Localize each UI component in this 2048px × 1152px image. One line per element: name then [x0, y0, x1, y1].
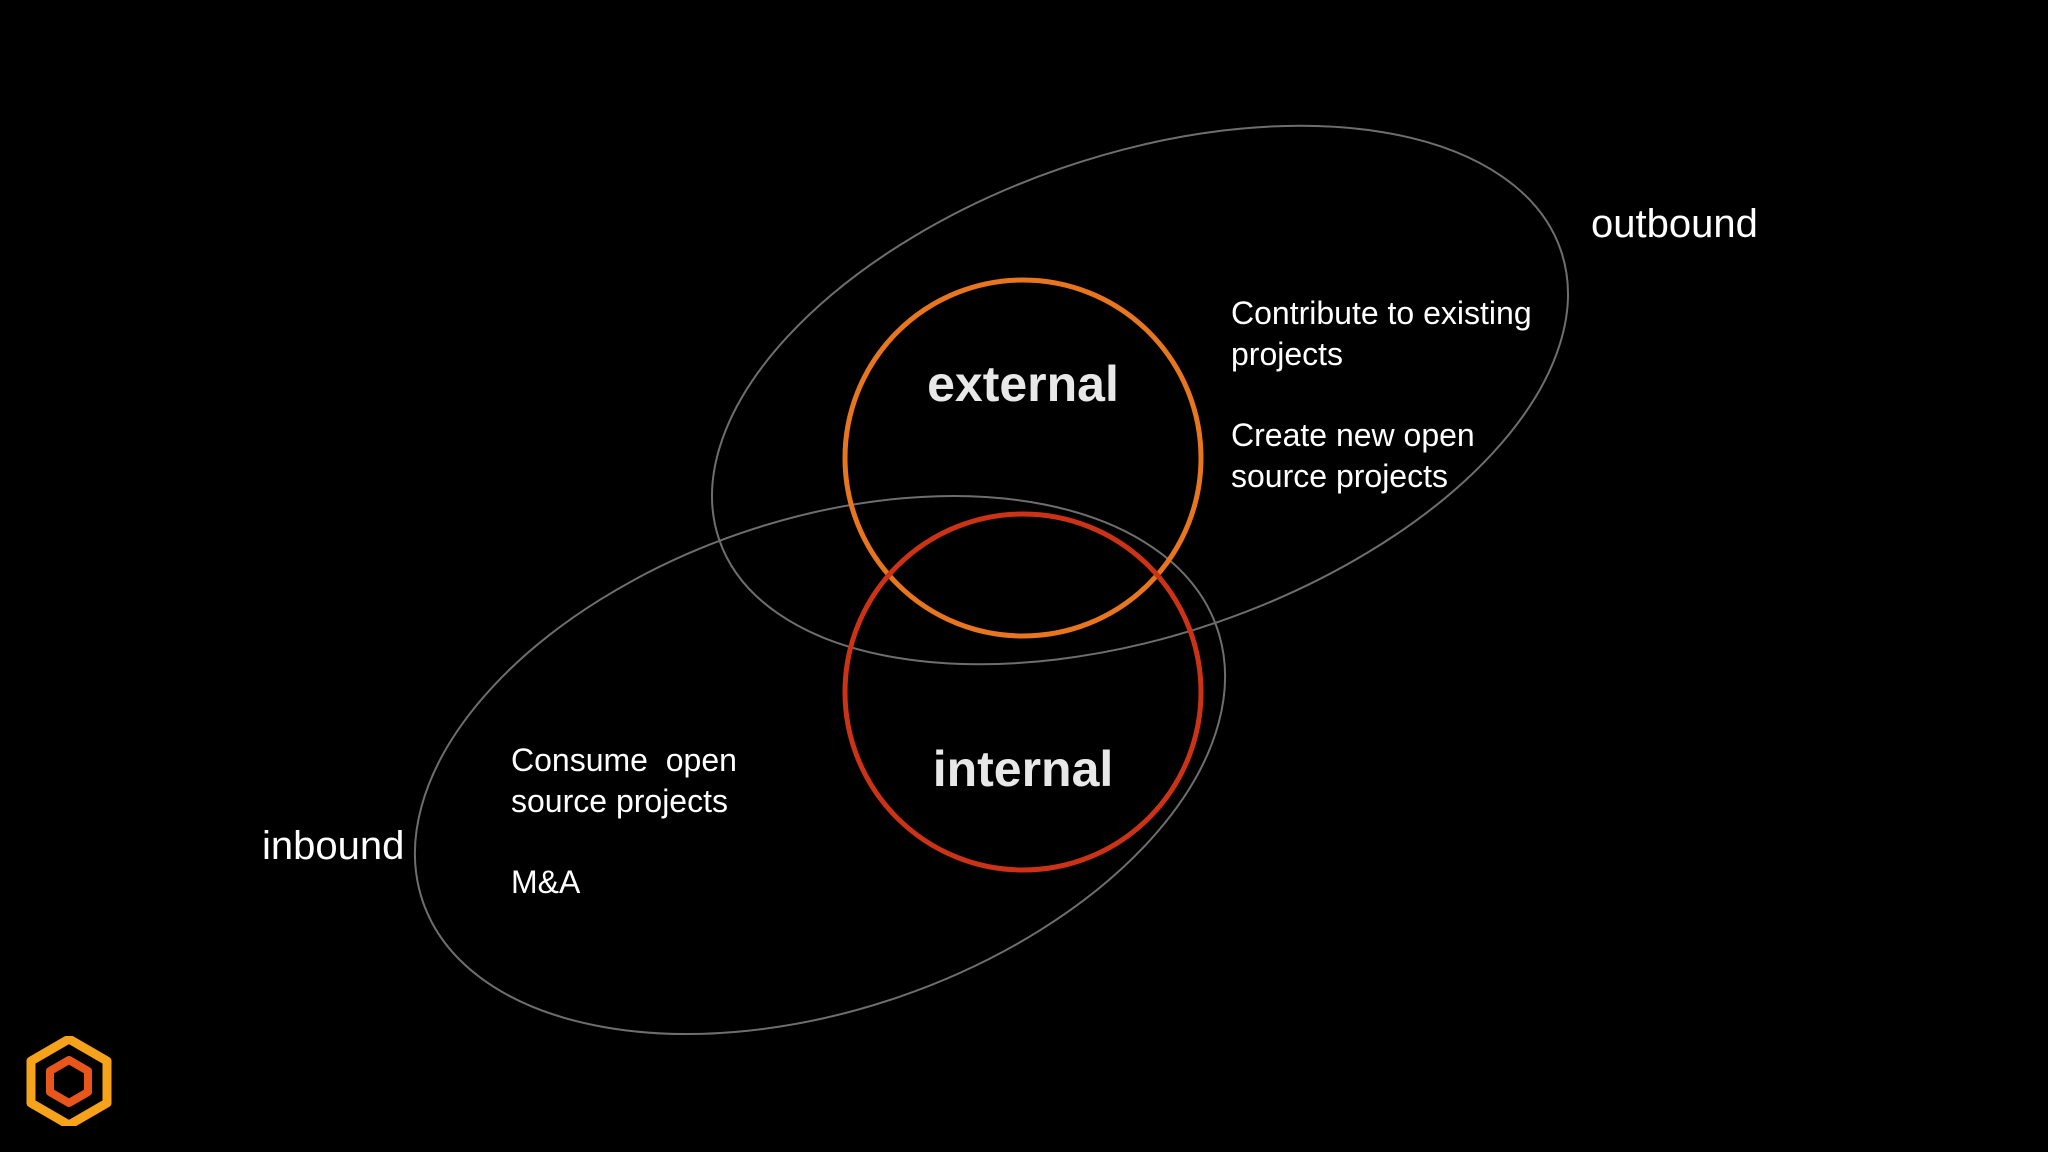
outbound-items: Contribute to existing projects Create n…: [1231, 293, 1561, 497]
outbound-label: outbound: [1591, 202, 1758, 246]
external-label: external: [927, 356, 1119, 412]
internal-label: internal: [932, 741, 1114, 797]
inbound-item: Consume open source projects: [511, 742, 746, 819]
outbound-item: Contribute to existing projects: [1231, 295, 1532, 372]
inbound-label: inbound: [262, 824, 405, 868]
inbound-items: Consume open source projects M&A: [511, 740, 771, 903]
outbound-item: Create new open source projects: [1231, 417, 1475, 494]
hexagon-logo-icon: [26, 1036, 112, 1126]
inbound-item: M&A: [511, 864, 581, 900]
internal-circle: [842, 511, 1204, 873]
inbound-ellipse: [413, 495, 1227, 1035]
external-circle: [842, 277, 1204, 639]
